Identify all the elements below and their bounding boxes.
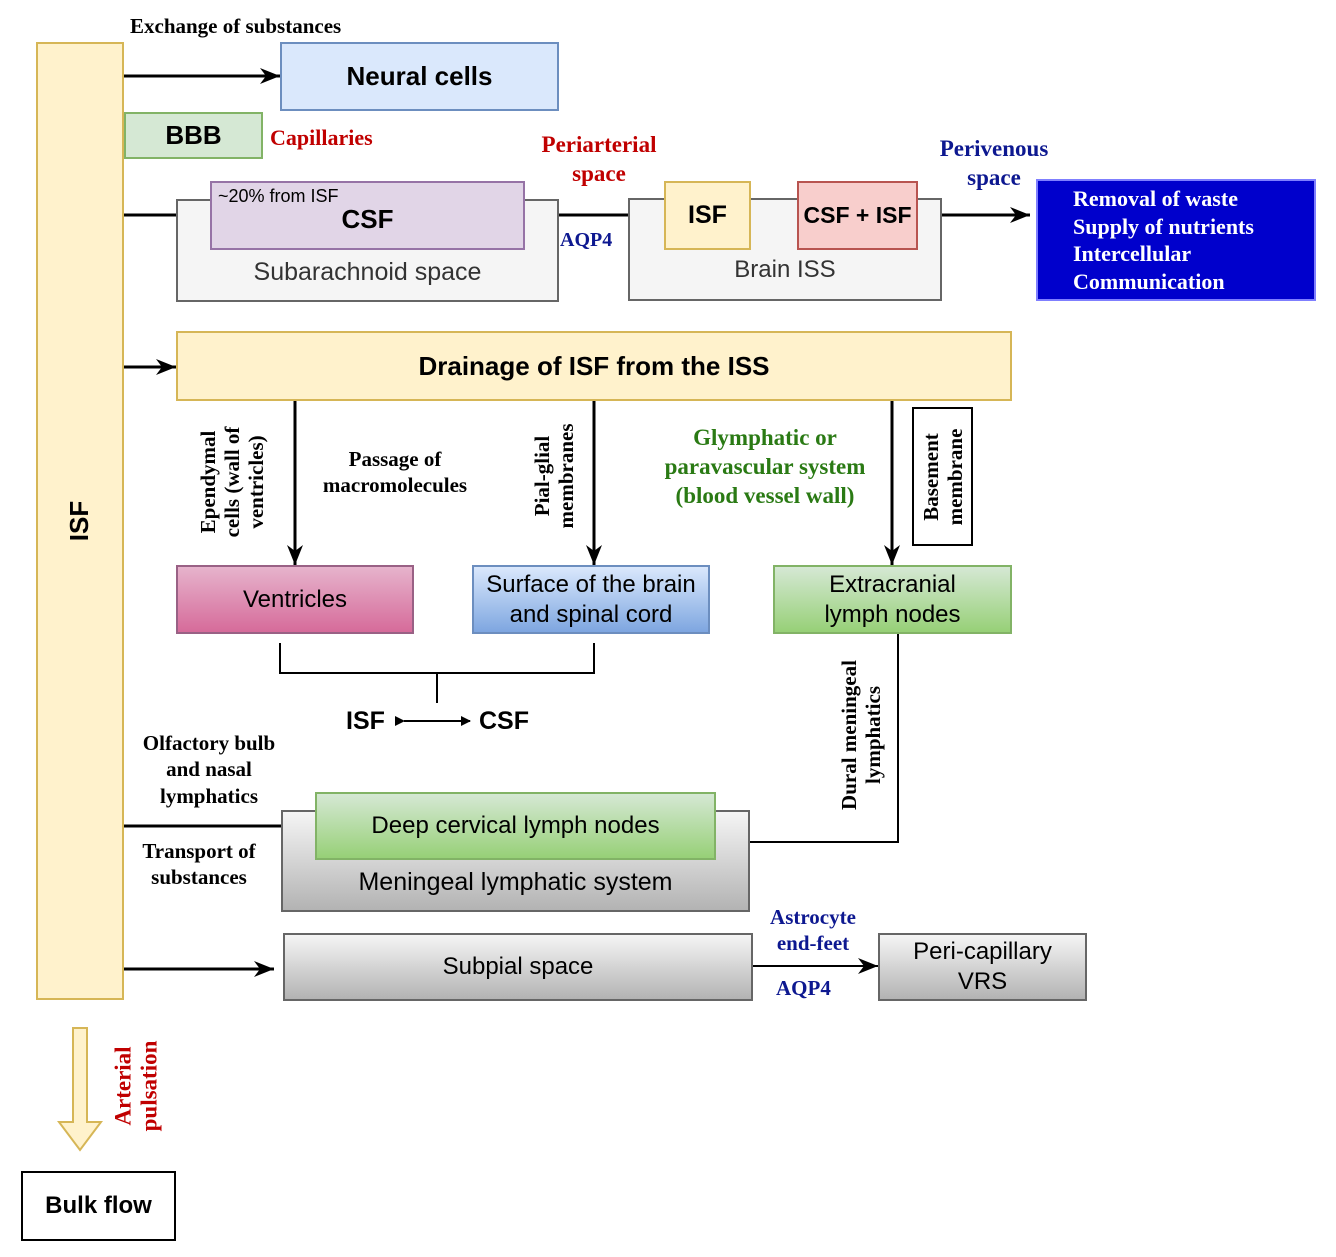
isf-column-label: ISF (64, 500, 95, 542)
surface-label: Surface of the brain and spinal cord (486, 570, 696, 628)
periarterial-space-label: Periarterial space (541, 132, 657, 186)
pericapillary-vrs-box: Peri-capillary VRS (878, 933, 1087, 1001)
bulk-flow-arrow (57, 1027, 103, 1152)
csf-isf-label: CSF + ISF (803, 202, 912, 229)
exchange-of-substances-label: Exchange of substances (130, 14, 342, 38)
ventricles-box: Ventricles (176, 565, 414, 634)
csf-isf-box: CSF + ISF (797, 181, 918, 250)
arrow-dural-to-deep-cervical (718, 634, 899, 850)
brain-iss-label: Brain ISS (734, 256, 836, 283)
pericapillary-vrs-label: Peri-capillary VRS (913, 938, 1052, 995)
passage-of-macromolecules-label: Passage of macromolecules (322, 447, 468, 498)
deep-cervical-label: Deep cervical lymph nodes (371, 812, 660, 839)
bulk-flow-box: Bulk flow (21, 1171, 176, 1241)
dural-meningeal-lymphatics-label: Dural meningeal lymphatics (836, 660, 885, 810)
csf-label: CSF (341, 204, 394, 235)
transport-of-substances-label: Transport of substances (142, 839, 256, 890)
deep-cervical-box: Deep cervical lymph nodes (315, 792, 716, 860)
subpial-space-box: Subpial space (283, 933, 753, 1001)
drainage-box: Drainage of ISF from the ISS (176, 331, 1012, 401)
brain-iss-isf-box: ISF (664, 181, 751, 250)
arterial-pulsation-label: Arterial pulsation (110, 1040, 162, 1132)
isf-column (36, 42, 124, 1000)
astrocyte-end-feet-label: Astrocyte end-feet (770, 905, 856, 956)
brain-iss-isf-label: ISF (688, 200, 727, 229)
capillaries-label: Capillaries (270, 125, 373, 150)
exchange-isf-label: ISF (346, 707, 385, 735)
aqp4-top-label: AQP4 (560, 229, 613, 251)
aqp4-bottom-label: AQP4 (776, 976, 831, 1000)
function-removal-of-waste: Removal of waste (1073, 186, 1238, 211)
ventricles-label: Ventricles (242, 585, 348, 613)
neural-cells-label: Neural cells (346, 61, 493, 92)
bulk-flow-label: Bulk flow (45, 1192, 152, 1219)
extracranial-box: Extracranial lymph nodes (773, 565, 1012, 634)
exchange-csf-label: CSF (479, 707, 529, 735)
ventricle-surface-bracket (279, 643, 595, 674)
meningeal-lymphatic-system-label: Meningeal lymphatic system (358, 867, 673, 896)
ependymal-cells-label: Ependymal cells (wall of ventricles) (195, 426, 269, 538)
extracranial-label: Extracranial lymph nodes (824, 570, 961, 628)
bbb-label: BBB (165, 120, 222, 151)
subarachnoid-space-label: Subarachnoid space (253, 257, 482, 286)
function-communication: Communication (1073, 268, 1225, 294)
function-supply-of-nutrients: Supply of nutrients (1073, 213, 1254, 239)
pial-glial-membranes-label: Pial-glial membranes (529, 423, 578, 529)
csf-box: ~20% from ISF CSF (210, 181, 525, 250)
perivenous-space-label: Perivenous space (939, 136, 1049, 190)
glymphatic-system-label: Glymphatic or paravascular system (blood… (664, 425, 866, 508)
function-intercellular: Intercellular (1073, 241, 1192, 266)
neural-cells-box: Neural cells (280, 42, 559, 111)
olfactory-bulb-label: Olfactory bulb and nasal lymphatics (142, 731, 276, 808)
basement-membrane-label: Basement membrane (918, 428, 967, 526)
subpial-space-label: Subpial space (442, 953, 594, 980)
drainage-label: Drainage of ISF from the ISS (418, 350, 770, 381)
functions-box: Removal of waste Supply of nutrients Int… (1036, 179, 1316, 301)
csf-note: ~20% from ISF (218, 186, 339, 206)
bbb-box: BBB (124, 112, 263, 159)
basement-membrane-frame (912, 407, 973, 546)
surface-box: Surface of the brain and spinal cord (472, 565, 710, 634)
